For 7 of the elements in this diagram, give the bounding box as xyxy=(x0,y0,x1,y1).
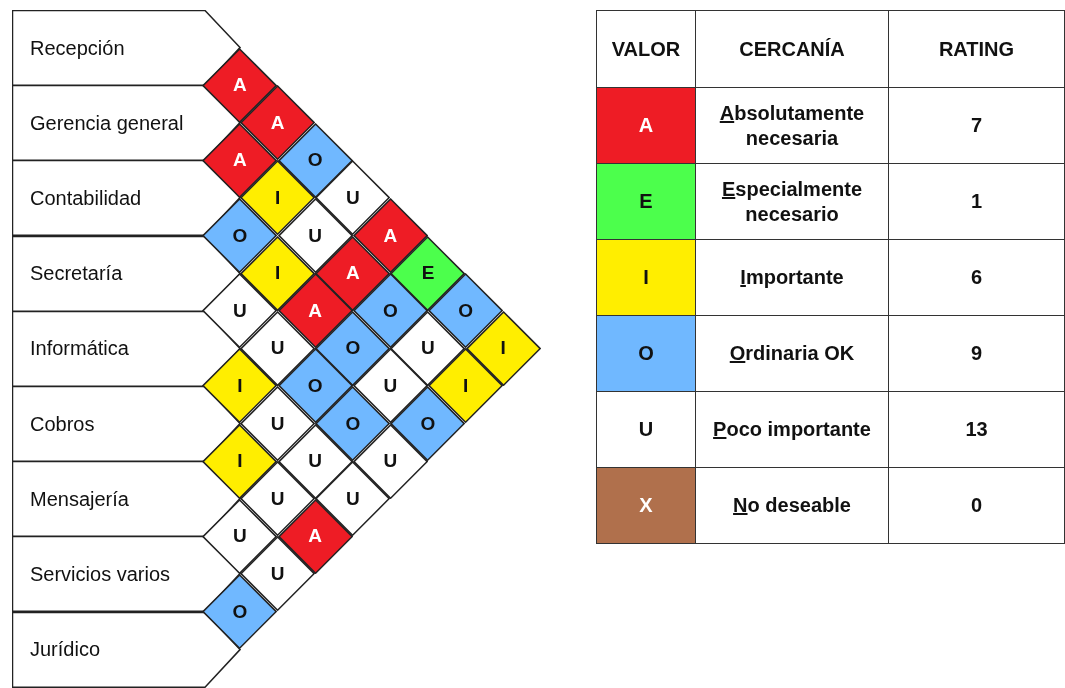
value-cell: I xyxy=(596,239,696,316)
value-cell: A xyxy=(596,87,696,164)
rating-cell: 0 xyxy=(888,467,1065,544)
value-cell: E xyxy=(596,163,696,240)
header-cell: RATING xyxy=(888,10,1065,88)
value-cell: X xyxy=(596,467,696,544)
value-cell: O xyxy=(596,315,696,392)
